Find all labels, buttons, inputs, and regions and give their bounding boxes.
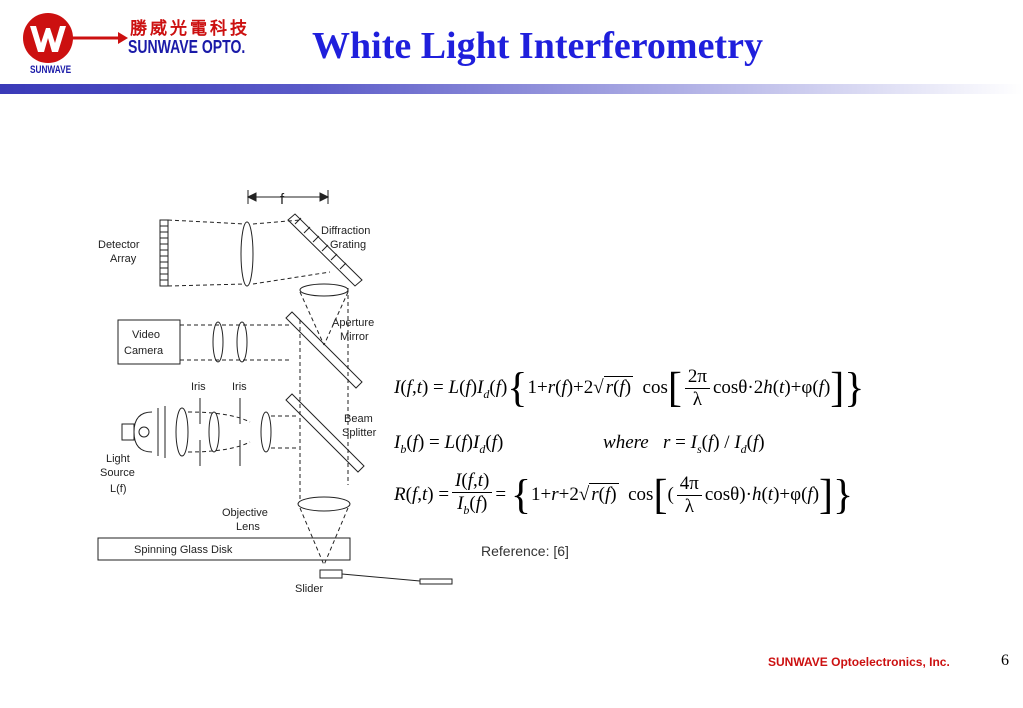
label-source: Source: [100, 467, 135, 479]
equation-2: Ib(f) = L(f)Id(f) where r = Is(f) / Id(f…: [394, 432, 765, 456]
label-detector: Detector: [98, 239, 140, 251]
label-video: Video: [132, 329, 160, 341]
slide-title: White Light Interferometry: [312, 25, 763, 67]
label-aperture: Aperture: [332, 317, 374, 329]
label-grating: Grating: [330, 239, 366, 251]
logo-english-text: SUNWAVE OPTO.: [128, 37, 246, 57]
label-lens: Lens: [236, 521, 260, 533]
logo-chinese-text: 勝威光電科技: [130, 19, 250, 39]
label-spinning-disk: Spinning Glass Disk: [134, 544, 233, 556]
label-lf: L(f): [110, 483, 127, 495]
footer-company: SUNWAVE Optoelectronics, Inc.: [768, 655, 950, 669]
label-diffraction: Diffraction: [321, 225, 370, 237]
label-camera: Camera: [124, 345, 164, 357]
equation-3: R(f,t) =I(f,t)Ib(f)= {1+r+2√r(f) cos[(4π…: [394, 470, 854, 519]
sunwave-w-icon: [23, 13, 128, 63]
logo-sub-text: SUNWAVE: [30, 64, 72, 76]
label-f: f: [280, 191, 285, 208]
label-beam: Beam: [344, 413, 373, 425]
label-iris-2: Iris: [232, 381, 247, 393]
label-slider: Slider: [295, 583, 323, 595]
reference-note: Reference: [6]: [481, 543, 569, 559]
label-iris-1: Iris: [191, 381, 206, 393]
label-objective: Objective: [222, 507, 268, 519]
header-band: [0, 84, 1023, 94]
optical-setup-diagram: f Diffraction Grating Detector Array Vid…: [97, 190, 453, 595]
label-array: Array: [110, 253, 137, 265]
label-splitter: Splitter: [342, 427, 377, 439]
page-number: 6: [1001, 652, 1009, 669]
label-mirror: Mirror: [340, 331, 369, 343]
label-light: Light: [106, 453, 130, 465]
company-logo: 勝威光電科技 SUNWAVE OPTO. SUNWAVE: [22, 12, 262, 82]
